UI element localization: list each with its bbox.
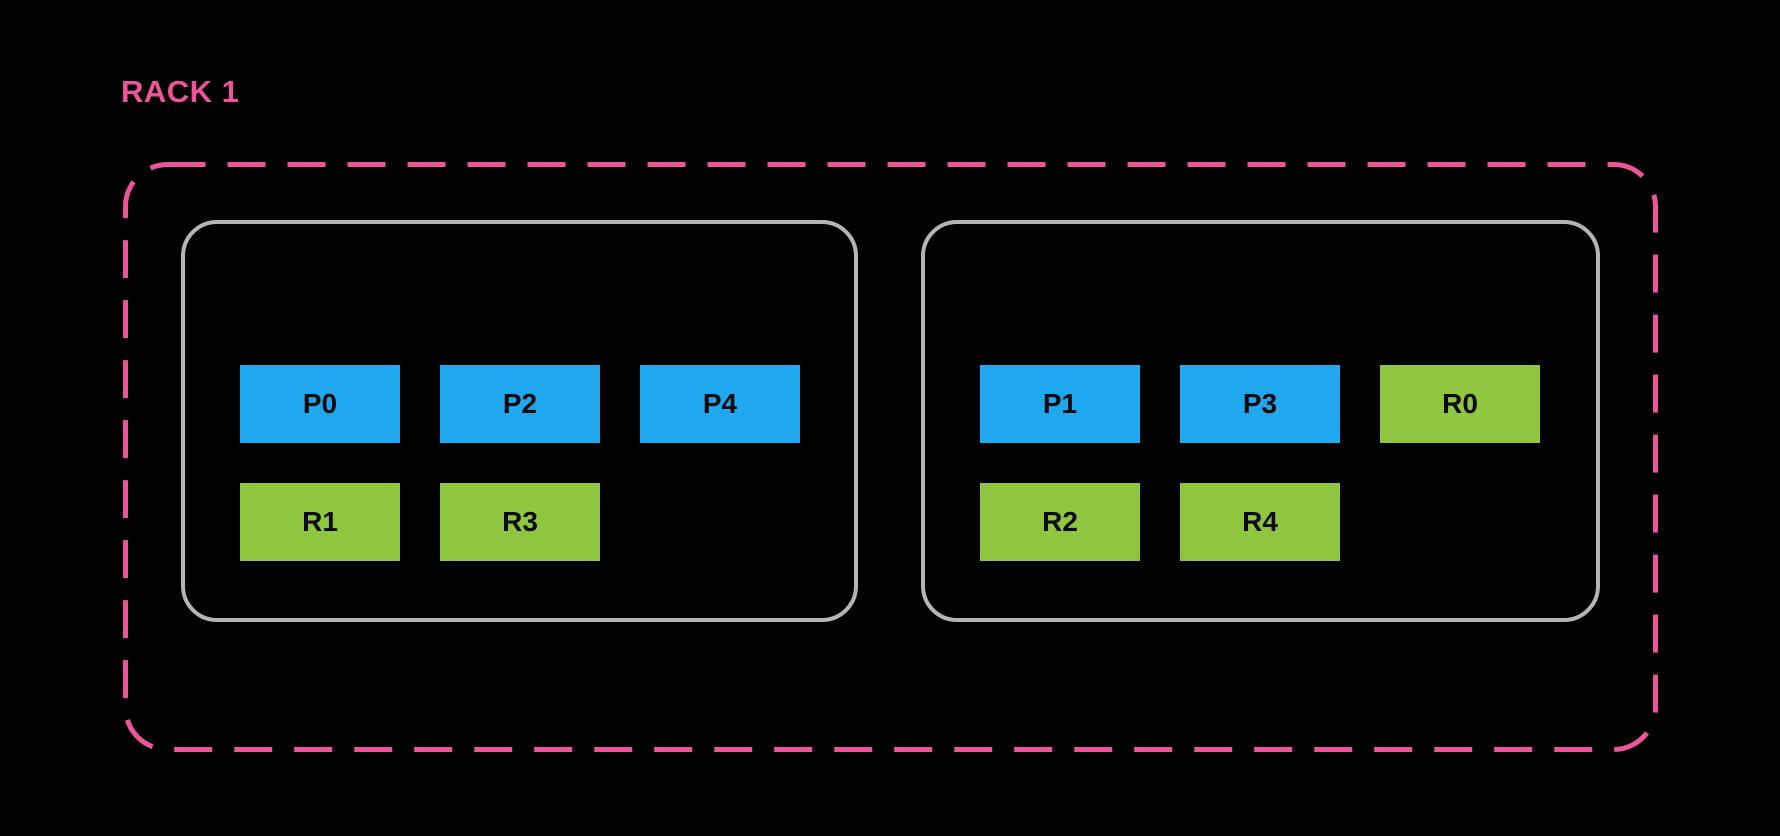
chip-R4: R4	[1180, 483, 1340, 561]
node-box-2	[921, 220, 1600, 622]
chip-R1: R1	[240, 483, 400, 561]
chip-P3: P3	[1180, 365, 1340, 443]
chip-R2: R2	[980, 483, 1140, 561]
chip-P2: P2	[440, 365, 600, 443]
chip-P0: P0	[240, 365, 400, 443]
chip-P1: P1	[980, 365, 1140, 443]
node-box-1	[181, 220, 858, 622]
chip-P4: P4	[640, 365, 800, 443]
chip-R0: R0	[1380, 365, 1540, 443]
rack-title: RACK 1	[121, 74, 240, 109]
chip-R3: R3	[440, 483, 600, 561]
